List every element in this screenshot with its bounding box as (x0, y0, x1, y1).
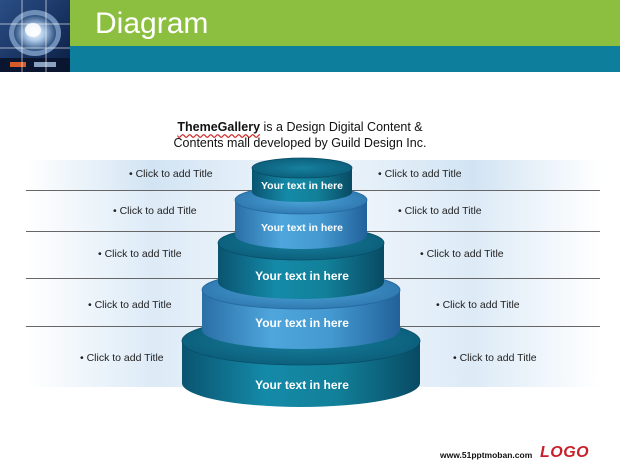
footer-logo: LOGO (540, 444, 590, 461)
tier-1-left-label[interactable]: • Click to add Title (129, 168, 213, 180)
tier-5-right-label[interactable]: • Click to add Title (453, 352, 537, 364)
tier-1-text: Your text in here (261, 180, 343, 192)
tier-3-left-label[interactable]: • Click to add Title (98, 248, 182, 260)
header-green-bar (70, 0, 620, 46)
tier-1 (251, 157, 353, 202)
tier-2-left-label[interactable]: • Click to add Title (113, 205, 197, 217)
header-car-photo-icon (0, 0, 70, 72)
tier-2-right-label[interactable]: • Click to add Title (398, 205, 482, 217)
tier-2-text: Your text in here (261, 222, 343, 234)
page-title: Diagram (95, 7, 209, 40)
intro-text: ThemeGallery is a Design Digital Content… (150, 119, 450, 151)
tier-3-right-label[interactable]: • Click to add Title (420, 248, 504, 260)
tier-5-text: Your text in here (255, 378, 349, 392)
tier-3-text: Your text in here (255, 269, 349, 283)
intro-line2: Contents mall developed by Guild Design … (173, 136, 427, 150)
brand-name: ThemeGallery (177, 120, 261, 134)
intro-line1: is a Design Digital Content & (260, 120, 423, 134)
tier-1-right-label[interactable]: • Click to add Title (378, 168, 462, 180)
footer-url[interactable]: www.51pptmoban.com (440, 450, 533, 460)
tier-4-right-label[interactable]: • Click to add Title (436, 299, 520, 311)
header-teal-bar (70, 46, 620, 72)
tier-4-left-label[interactable]: • Click to add Title (88, 299, 172, 311)
tier-4-text: Your text in here (255, 316, 349, 330)
tier-5-left-label[interactable]: • Click to add Title (80, 352, 164, 364)
